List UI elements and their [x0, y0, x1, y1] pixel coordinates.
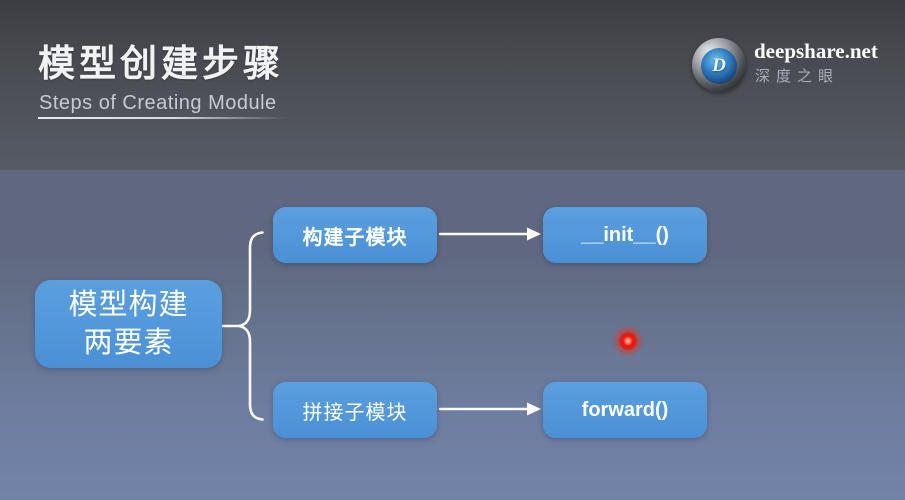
title-underline	[38, 117, 286, 119]
laser-pointer-dot	[613, 326, 643, 356]
arrow-top-icon	[438, 227, 541, 241]
brand-tagline: 深度之眼	[755, 68, 840, 85]
method-label: forward()	[581, 398, 669, 421]
eye-pupil-icon: D	[701, 48, 737, 84]
node-init-method: __init__()	[543, 207, 707, 263]
page-title: 模型创建步骤	[38, 43, 284, 84]
arrow-bottom-icon	[438, 402, 541, 416]
node-model-elements: 模型构建 两要素	[35, 280, 222, 368]
page-subtitle: Steps of Creating Module	[39, 92, 277, 114]
step-label: 构建子模块	[302, 226, 408, 249]
method-label: __init__()	[581, 223, 669, 246]
deepshare-logo: D deepshare.net 深度之眼	[692, 38, 892, 94]
root-label-line1: 模型构建	[68, 288, 189, 321]
step-label: 拼接子模块	[302, 401, 408, 424]
curly-brace-icon	[238, 231, 264, 421]
node-build-submodule: 构建子模块	[273, 207, 437, 263]
deepshare-eye-icon: D	[692, 38, 746, 92]
node-assemble-submodule: 拼接子模块	[273, 382, 437, 438]
node-forward-method: forward()	[543, 382, 707, 438]
logo-letter: D	[712, 55, 726, 76]
brand-name: deepshare.net	[754, 39, 878, 63]
root-label-line2: 两要素	[83, 327, 174, 359]
